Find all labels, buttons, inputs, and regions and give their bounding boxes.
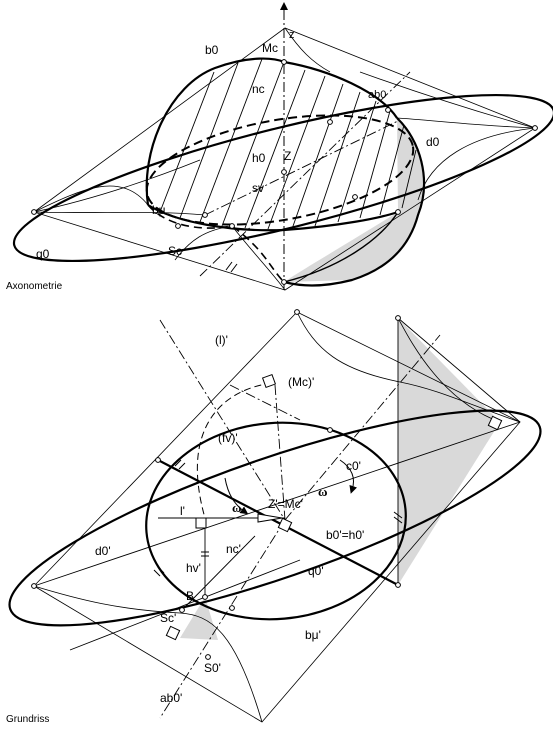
shaded-triangle-right <box>398 318 500 585</box>
label-sv: sv <box>252 181 264 195</box>
axonometric-labels: z Mc b0 nc ab0 d0 h0 Z sv bμ Sc q0 <box>36 29 440 261</box>
label-b0-eq-h0: b0'=h0' <box>326 528 364 542</box>
label-b0: b0 <box>205 43 219 57</box>
label-Sc-prime: Sc' <box>160 611 176 625</box>
shaded-wedge-bottom <box>180 597 218 640</box>
label-ab0: ab0 <box>368 89 386 101</box>
curve-inner-ellipse <box>145 421 407 621</box>
cap-rulings <box>159 58 417 230</box>
label-l-paren-prime: (l)' <box>215 333 228 347</box>
label-nc-prime: nc' <box>226 542 241 556</box>
label-omega-left: ω <box>232 500 242 515</box>
line-ab0 <box>199 71 411 277</box>
label-bmu: bμ <box>152 203 166 217</box>
label-l-prime: l' <box>180 504 185 518</box>
label-omega-right: ω <box>318 484 328 499</box>
label-S0-prime: S0' <box>204 661 221 675</box>
axonometric-points <box>31 59 538 285</box>
axonometric-view <box>12 2 553 291</box>
label-hv-prime: hv' <box>186 561 201 575</box>
omega-arc-left <box>224 477 249 515</box>
label-Z-eq-Mc: Z'=Mc' <box>268 497 303 511</box>
label-Mc-paren-prime: (Mc)' <box>288 375 314 389</box>
label-q0-prime: q0' <box>308 564 324 578</box>
caption-axonometrie: Axonometrie <box>6 281 63 292</box>
label-z: z <box>289 29 295 41</box>
label-q0: q0 <box>36 247 50 261</box>
label-d0: d0 <box>426 135 440 149</box>
curve-h0-hidden <box>145 114 415 226</box>
label-fv-paren-prime: (fv)' <box>218 431 238 445</box>
plan-points <box>31 309 401 660</box>
label-Mc: Mc <box>262 41 278 55</box>
right-angle-marks <box>165 373 503 641</box>
label-Z: Z <box>284 149 291 163</box>
caption-grundriss: Grundriss <box>6 714 49 725</box>
arc-fv-prime <box>196 382 273 519</box>
curve-q0 <box>12 93 553 263</box>
generator-curves <box>33 27 536 291</box>
label-bmu-prime: bμ' <box>305 628 321 642</box>
label-B: B <box>186 589 194 603</box>
cap-inner-right <box>283 211 399 283</box>
axonometric-ticks <box>225 261 238 273</box>
label-c0-prime: c0' <box>346 459 361 473</box>
label-d0-prime: d0' <box>95 544 111 558</box>
plan-dashdot-lines <box>159 319 441 719</box>
shaded-wall-bottom <box>284 212 398 282</box>
plan-generator-curves <box>33 311 521 723</box>
label-Sc: Sc <box>168 244 182 258</box>
cap-right-side <box>283 117 426 287</box>
curve-bmu-hidden <box>147 204 285 283</box>
line-sv <box>204 119 401 216</box>
plan-ticks <box>153 459 403 577</box>
direction-marker <box>257 513 283 523</box>
label-h0: h0 <box>252 151 266 165</box>
plan-labels: (l)' (Mc)' (fv)' c0' ω ω l' Z'=Mc' d0' n… <box>95 333 364 705</box>
omega-arc-right <box>339 459 358 494</box>
shaded-wall-right <box>352 118 424 280</box>
curve-q0-prime <box>8 409 542 627</box>
plan-view <box>8 309 542 723</box>
label-ab0-prime: ab0' <box>160 691 182 705</box>
label-nc: nc <box>252 82 265 96</box>
curve-b0 <box>145 57 398 206</box>
